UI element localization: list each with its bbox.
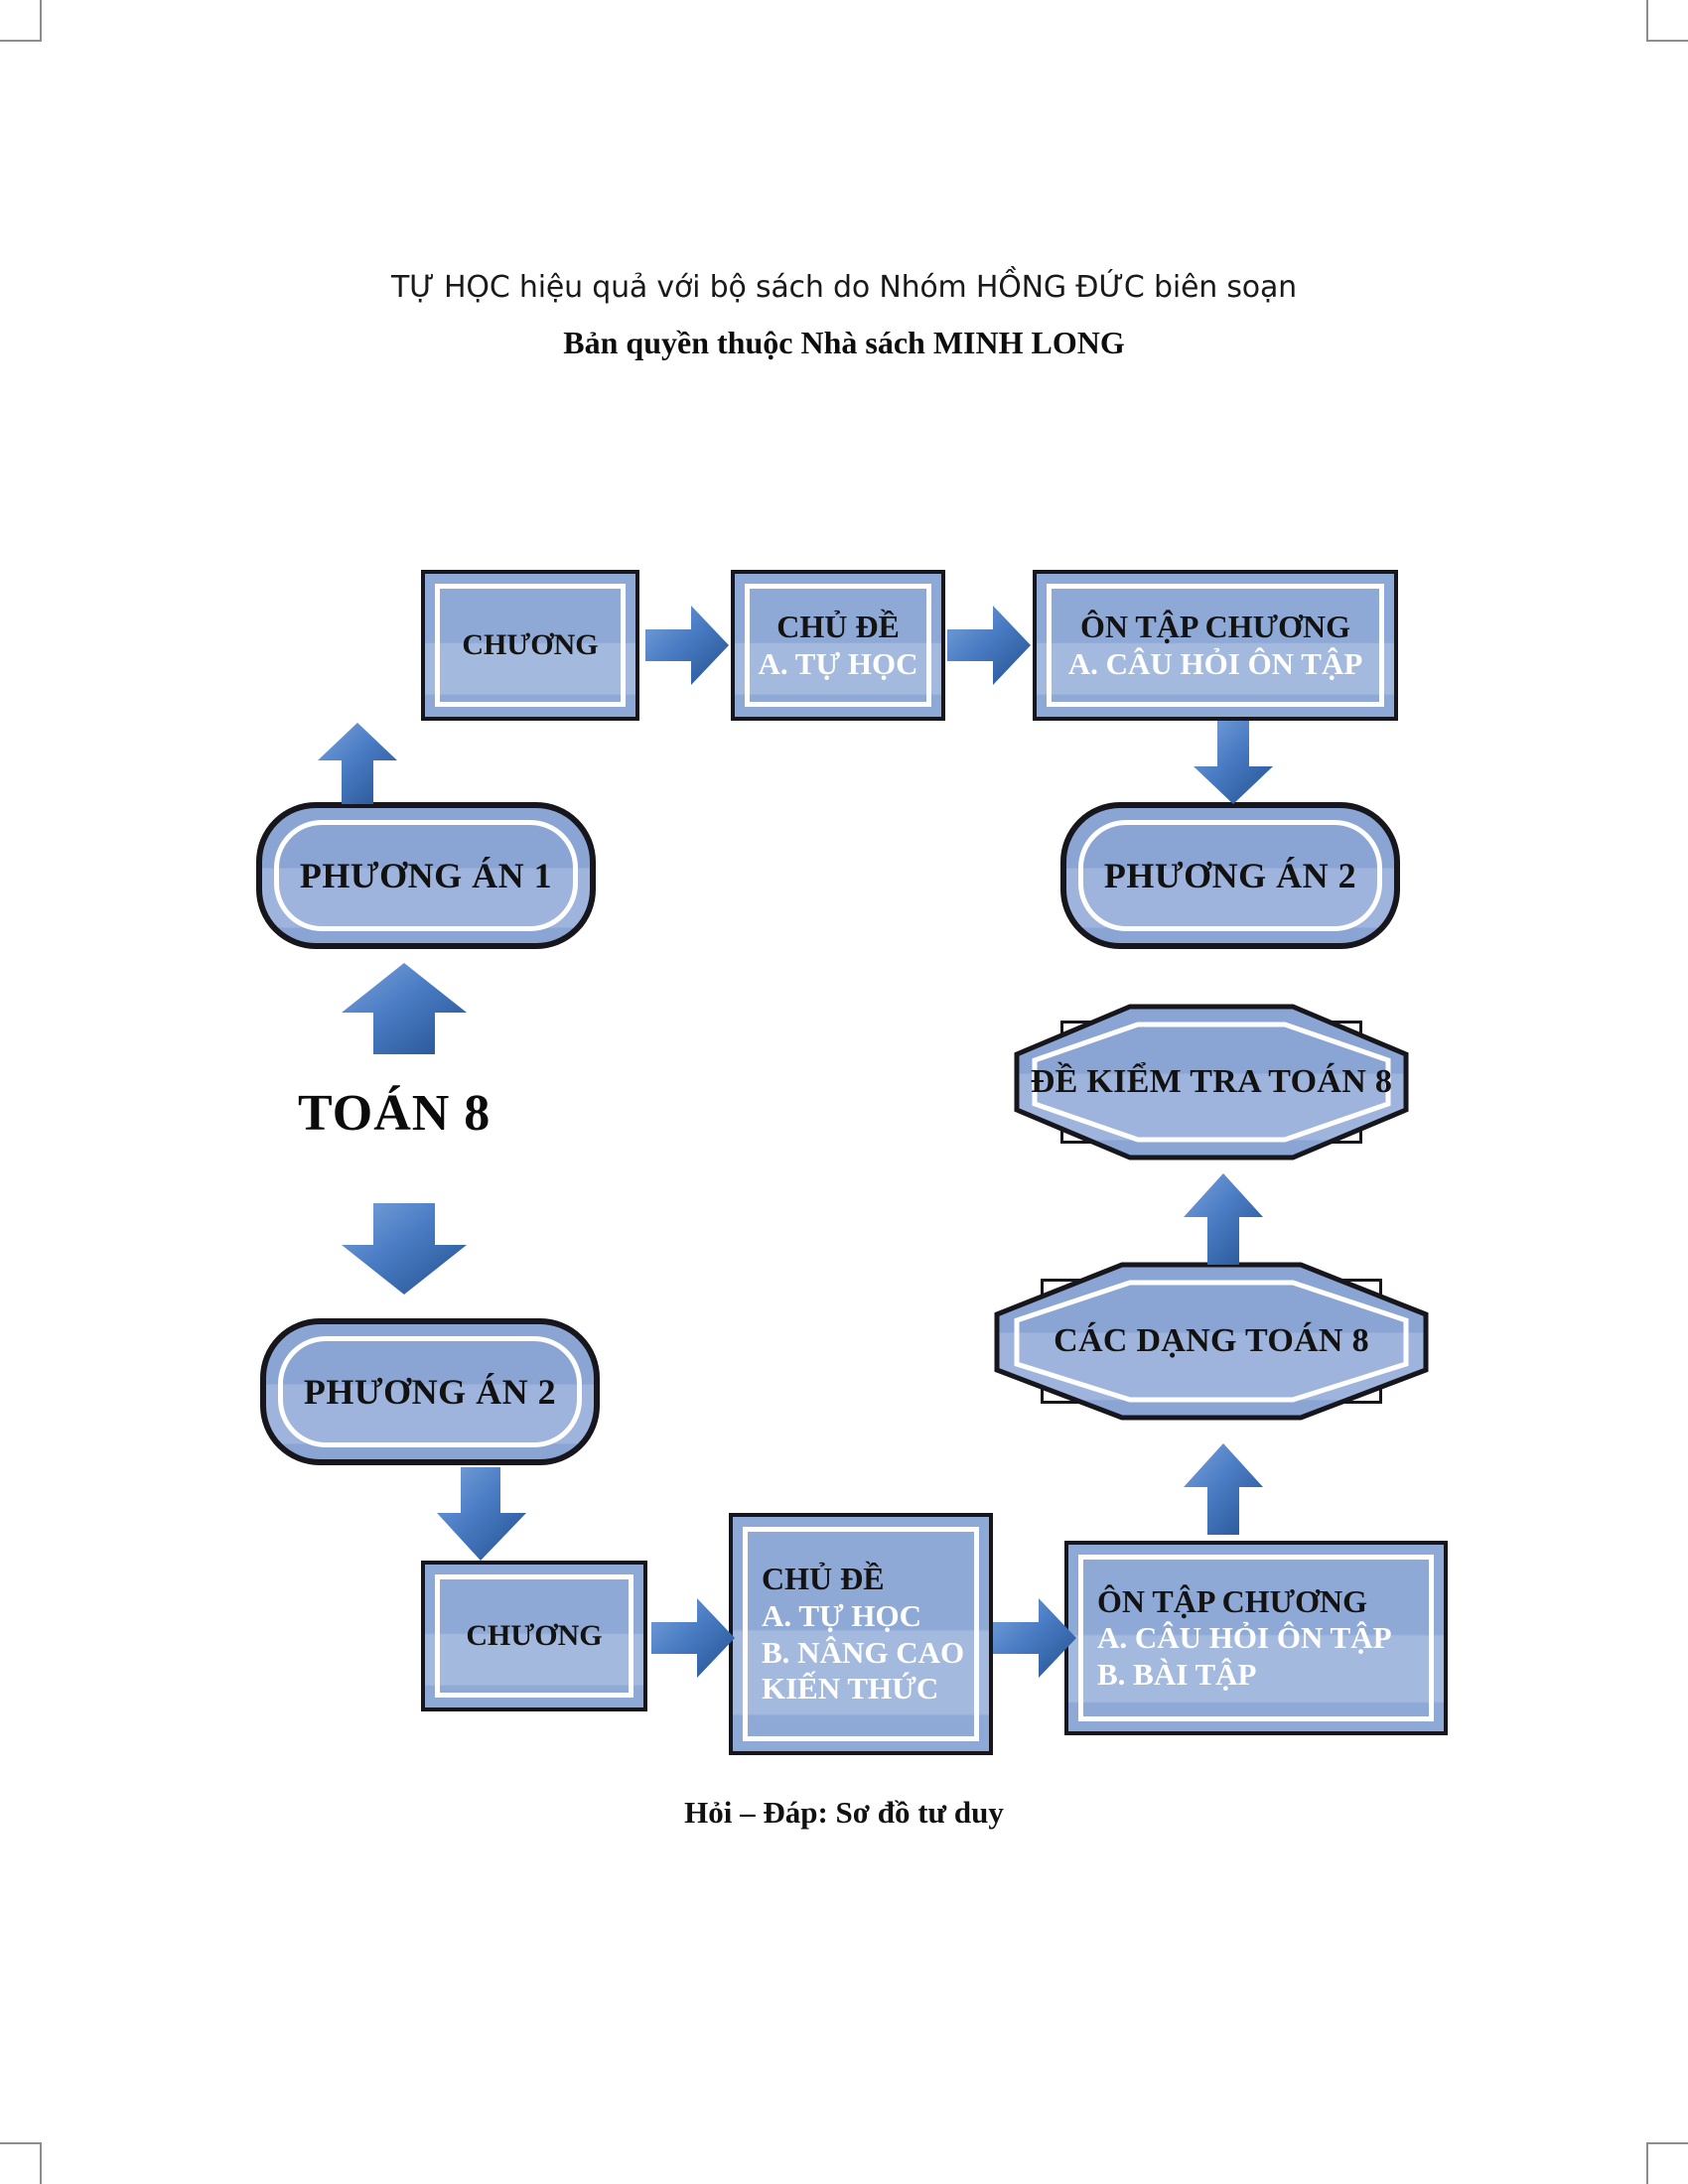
arrow-cacdang-to-dekiemtra (1182, 1171, 1265, 1267)
node-bottom-ontap-line-1: ÔN TẬP CHƯƠNG (1097, 1582, 1368, 1619)
center-label-toan-8: TOÁN 8 (298, 1085, 492, 1142)
node-phuong-an-1-inner: PHƯƠNG ÁN 1 (274, 820, 578, 931)
node-de-kiem-tra-shape (1014, 1004, 1409, 1160)
crop-mark-top-left-horizontal (0, 40, 42, 42)
node-top-chuong-label: CHƯƠNG (462, 628, 599, 662)
arrow-ontap-to-phuongan2 (1192, 721, 1275, 806)
arrow-chuong-to-chude (645, 604, 731, 687)
node-bottom-ontap[interactable]: ÔN TẬP CHƯƠNG A. CÂU HỎI ÔN TẬP B. BÀI T… (1064, 1541, 1448, 1735)
node-phuong-an-2-right[interactable]: PHƯƠNG ÁN 2 (1060, 802, 1400, 949)
crop-mark-top-right-vertical (1646, 0, 1648, 42)
node-phuong-an-2-left[interactable]: PHƯƠNG ÁN 2 (260, 1318, 600, 1465)
node-bottom-chuong-inner: CHƯƠNG (435, 1574, 633, 1698)
arrow-phuongan2-to-chuong (435, 1467, 528, 1563)
arrow-toan8-to-phuongan2 (340, 1201, 469, 1297)
node-cac-dang-shape (994, 1262, 1429, 1421)
crop-mark-bottom-left-vertical (40, 2142, 42, 2184)
node-phuong-an-2-left-inner: PHƯƠNG ÁN 2 (278, 1336, 582, 1447)
node-bottom-chude[interactable]: CHỦ ĐỀ A. TỰ HỌC B. NÂNG CAO KIẾN THỨC (729, 1513, 993, 1755)
header-line-1: TỰ HỌC hiệu quả với bộ sách do Nhóm HỒNG… (391, 270, 1297, 305)
node-phuong-an-2-left-label: PHƯƠNG ÁN 2 (303, 1372, 557, 1412)
node-top-ontap-line-2: A. CÂU HỎI ÔN TẬP (1067, 645, 1363, 681)
arrow-phuongan1-to-chuong (316, 721, 399, 806)
node-cac-dang[interactable]: CÁC DẠNG TOÁN 8 (993, 1261, 1430, 1422)
node-de-kiem-tra[interactable]: ĐỀ KIỂM TRA TOÁN 8 (1013, 1003, 1410, 1161)
footer-caption: Hỏi – Đáp: Sơ đồ tư duy (684, 1795, 1004, 1830)
node-top-ontap-inner: ÔN TẬP CHƯƠNG A. CÂU HỎI ÔN TẬP (1047, 584, 1384, 707)
node-top-chude-line-2: A. TỰ HỌC (758, 645, 918, 681)
node-phuong-an-1-label: PHƯƠNG ÁN 1 (299, 856, 553, 895)
arrow-ontap-to-cacdang (1182, 1441, 1265, 1537)
node-top-chude-line-1: CHỦ ĐỀ (776, 608, 900, 644)
node-top-ontap[interactable]: ÔN TẬP CHƯƠNG A. CÂU HỎI ÔN TẬP (1033, 570, 1398, 721)
arrow-chude-to-ontap (947, 604, 1033, 687)
arrow-chuong-to-chude-bottom (651, 1596, 737, 1680)
node-phuong-an-1[interactable]: PHƯƠNG ÁN 1 (256, 802, 596, 949)
node-bottom-chuong-label: CHƯƠNG (466, 1619, 603, 1653)
node-bottom-ontap-line-3: B. BÀI TẬP (1097, 1656, 1257, 1692)
node-top-chuong[interactable]: CHƯƠNG (421, 570, 639, 721)
node-bottom-ontap-inner: ÔN TẬP CHƯƠNG A. CÂU HỎI ÔN TẬP B. BÀI T… (1078, 1555, 1434, 1721)
arrow-chude-to-ontap-bottom (993, 1596, 1078, 1680)
node-phuong-an-2-right-inner: PHƯƠNG ÁN 2 (1078, 820, 1382, 931)
node-bottom-chude-inner: CHỦ ĐỀ A. TỰ HỌC B. NÂNG CAO KIẾN THỨC (743, 1527, 979, 1741)
header-line-2: Bản quyền thuộc Nhà sách MINH LONG (563, 325, 1125, 360)
node-phuong-an-2-right-label: PHƯƠNG ÁN 2 (1103, 856, 1357, 895)
crop-mark-bottom-left-horizontal (0, 2142, 42, 2144)
node-top-chuong-inner: CHƯƠNG (435, 584, 626, 707)
node-top-ontap-line-1: ÔN TẬP CHƯƠNG (1079, 608, 1350, 644)
node-top-chude[interactable]: CHỦ ĐỀ A. TỰ HỌC (731, 570, 945, 721)
node-bottom-ontap-line-2: A. CÂU HỎI ÔN TẬP (1097, 1620, 1392, 1656)
crop-mark-bottom-right-vertical (1646, 2142, 1648, 2184)
node-bottom-chude-line-2: A. TỰ HỌC (762, 1598, 922, 1633)
crop-mark-top-right-horizontal (1646, 40, 1688, 42)
arrow-toan8-to-phuongan1 (340, 961, 469, 1056)
node-bottom-chude-line-1: CHỦ ĐỀ (762, 1561, 885, 1597)
node-bottom-chuong[interactable]: CHƯƠNG (421, 1561, 647, 1711)
crop-mark-top-left-vertical (40, 0, 42, 42)
crop-mark-bottom-right-horizontal (1646, 2142, 1688, 2144)
node-top-chude-inner: CHỦ ĐỀ A. TỰ HỌC (745, 584, 931, 707)
node-bottom-chude-line-3: B. NÂNG CAO (762, 1634, 965, 1670)
node-bottom-chude-line-4: KIẾN THỨC (762, 1671, 939, 1706)
